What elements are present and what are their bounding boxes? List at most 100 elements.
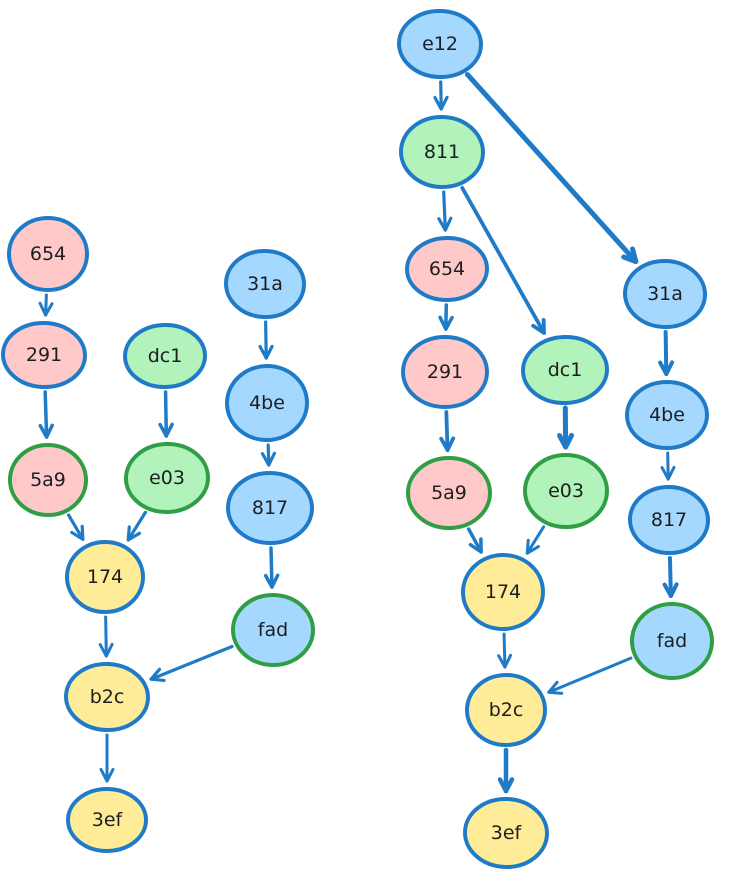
edge-arrowhead xyxy=(525,538,540,555)
node-shape[interactable] xyxy=(523,453,609,529)
edge-left-31a-4be[interactable] xyxy=(258,320,274,360)
edge-right-4be-817[interactable] xyxy=(660,451,676,481)
edge-left-fad-b2c[interactable] xyxy=(149,644,234,683)
edge-arrowhead xyxy=(38,301,54,317)
edge-right-5a9-174[interactable] xyxy=(466,527,483,554)
edge-left-e03-174[interactable] xyxy=(126,510,148,542)
edge-arrowhead xyxy=(149,667,166,683)
edge-line xyxy=(104,615,108,658)
edge-right-e12-31a[interactable] xyxy=(464,71,639,265)
edge-left-291-5a9[interactable] xyxy=(38,390,55,439)
node-right-811[interactable]: 811 xyxy=(399,114,485,190)
edge-right-811-dc1[interactable] xyxy=(460,185,546,335)
node-shape[interactable] xyxy=(405,235,489,303)
edge-line xyxy=(149,644,234,681)
node-left-174[interactable]: 174 xyxy=(65,540,145,614)
edge-right-817-fad[interactable] xyxy=(662,555,679,599)
edge-line xyxy=(269,546,274,589)
edge-arrowhead xyxy=(557,432,575,450)
node-right-b2c[interactable]: b2c xyxy=(465,672,547,748)
edge-arrowhead xyxy=(438,315,454,331)
edge-right-31a-4be[interactable] xyxy=(658,329,675,377)
node-shape[interactable] xyxy=(226,470,314,546)
node-shape[interactable] xyxy=(401,335,489,409)
edge-left-4be-817[interactable] xyxy=(260,443,277,467)
node-shape[interactable] xyxy=(521,334,609,406)
node-shape[interactable] xyxy=(8,442,88,518)
edge-line xyxy=(126,510,148,542)
right-dag: e12 811 654 291 dc1 5a9 e03 174 31a 4be 817 fad b2c 3… xyxy=(397,8,714,870)
node-shape[interactable] xyxy=(628,484,710,556)
edge-left-5a9-174[interactable] xyxy=(67,513,85,541)
edge-left-817-fad[interactable] xyxy=(263,546,280,589)
node-left-4be[interactable]: 4be xyxy=(225,363,309,443)
node-left-b2c[interactable]: b2c xyxy=(64,661,150,733)
node-left-31a[interactable]: 31a xyxy=(224,248,306,320)
node-shape[interactable] xyxy=(1,320,87,390)
node-shape[interactable] xyxy=(399,114,485,190)
node-right-817[interactable]: 817 xyxy=(628,484,710,556)
node-left-5a9[interactable]: 5a9 xyxy=(8,442,88,518)
node-right-654[interactable]: 654 xyxy=(405,235,489,303)
node-right-4be[interactable]: 4be xyxy=(625,380,709,450)
node-right-291[interactable]: 291 xyxy=(401,335,489,409)
edge-left-174-b2c[interactable] xyxy=(98,615,114,658)
node-shape[interactable] xyxy=(124,441,210,515)
node-shape[interactable] xyxy=(463,796,549,870)
node-shape[interactable] xyxy=(7,216,89,292)
node-left-fad[interactable]: fad xyxy=(231,592,315,668)
node-left-dc1[interactable]: dc1 xyxy=(123,322,207,390)
edge-right-e03-174[interactable] xyxy=(525,525,546,555)
node-shape[interactable] xyxy=(231,592,315,668)
edge-arrowhead xyxy=(531,317,546,335)
node-right-dc1[interactable]: dc1 xyxy=(521,334,609,406)
node-shape[interactable] xyxy=(623,258,707,330)
node-shape[interactable] xyxy=(224,248,306,320)
edge-left-b2c-3ef[interactable] xyxy=(99,733,115,783)
node-shape[interactable] xyxy=(64,661,150,733)
node-shape[interactable] xyxy=(123,322,207,390)
edge-right-dc1-e03[interactable] xyxy=(557,405,575,450)
edge-right-fad-b2c[interactable] xyxy=(547,656,633,695)
edge-line xyxy=(444,410,450,452)
node-left-3ef[interactable]: 3ef xyxy=(66,787,148,853)
edge-line xyxy=(525,525,546,555)
node-shape[interactable] xyxy=(225,363,309,443)
node-shape[interactable] xyxy=(66,787,148,853)
edge-arrowhead xyxy=(468,537,483,554)
node-right-fad[interactable]: fad xyxy=(630,601,714,681)
node-shape[interactable] xyxy=(465,672,547,748)
edge-arrowhead xyxy=(497,653,513,669)
edge-line xyxy=(464,71,639,265)
edge-right-654-291[interactable] xyxy=(438,303,454,331)
edge-right-291-5a9[interactable] xyxy=(439,410,456,452)
node-shape[interactable] xyxy=(630,601,714,681)
node-right-5a9[interactable]: 5a9 xyxy=(406,456,492,530)
edge-arrowhead xyxy=(439,436,456,452)
edge-line xyxy=(43,390,49,439)
edge-line xyxy=(466,527,483,554)
node-right-e12[interactable]: e12 xyxy=(397,8,483,80)
edge-line xyxy=(67,513,85,541)
node-left-817[interactable]: 817 xyxy=(226,470,314,546)
node-left-291[interactable]: 291 xyxy=(1,320,87,390)
edge-left-dc1-e03[interactable] xyxy=(158,390,174,438)
edge-line xyxy=(44,293,48,317)
node-right-31a[interactable]: 31a xyxy=(623,258,707,330)
edge-right-b2c-3ef[interactable] xyxy=(497,747,515,794)
edge-right-e12-811[interactable] xyxy=(433,80,449,111)
edge-right-811-654[interactable] xyxy=(437,190,453,232)
node-shape[interactable] xyxy=(397,8,483,80)
edge-left-654-291[interactable] xyxy=(38,293,54,317)
node-shape[interactable] xyxy=(406,456,492,530)
node-left-e03[interactable]: e03 xyxy=(124,441,210,515)
node-shape[interactable] xyxy=(65,540,145,614)
edge-right-174-b2c[interactable] xyxy=(497,632,513,669)
node-shape[interactable] xyxy=(461,552,545,632)
node-left-654[interactable]: 654 xyxy=(7,216,89,292)
node-right-174[interactable]: 174 xyxy=(461,552,545,632)
node-shape[interactable] xyxy=(625,380,709,450)
node-right-3ef[interactable]: 3ef xyxy=(463,796,549,870)
node-right-e03[interactable]: e03 xyxy=(523,453,609,529)
